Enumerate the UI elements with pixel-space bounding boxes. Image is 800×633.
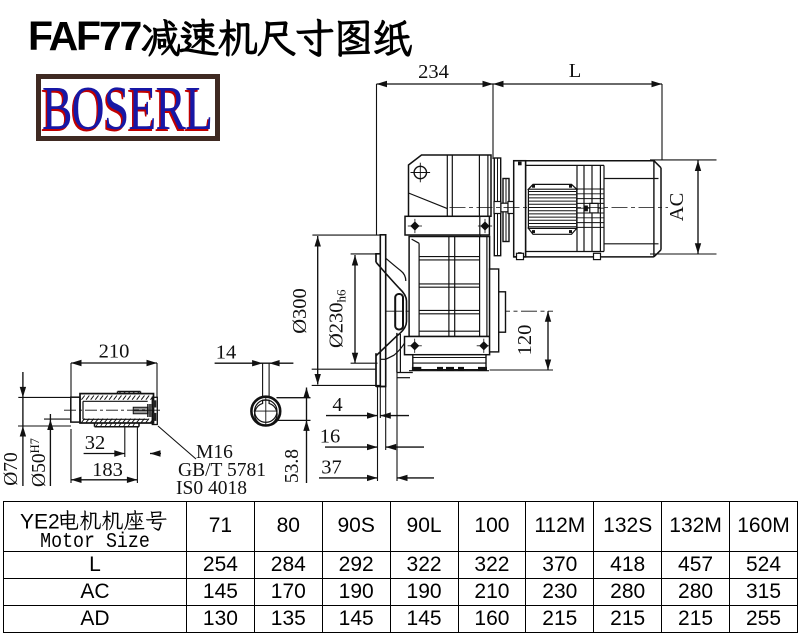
svg-text:183: 183 — [92, 459, 123, 481]
svg-text:GB/T 5781: GB/T 5781 — [178, 460, 266, 481]
svg-text:14: 14 — [216, 342, 237, 364]
svg-text:53.8: 53.8 — [282, 449, 303, 483]
svg-text:210: 210 — [99, 341, 130, 363]
svg-text:120: 120 — [514, 325, 536, 356]
svg-text:L: L — [569, 60, 582, 82]
svg-text:Ø50H7: Ø50H7 — [28, 438, 50, 487]
svg-text:IS0 4018: IS0 4018 — [176, 478, 247, 499]
svg-text:Ø70: Ø70 — [1, 452, 22, 486]
svg-text:32: 32 — [85, 432, 106, 454]
svg-text:37: 37 — [321, 457, 342, 479]
svg-text:M16: M16 — [196, 442, 233, 463]
svg-text:Ø300: Ø300 — [289, 288, 311, 334]
svg-text:234: 234 — [418, 61, 449, 83]
svg-text:16: 16 — [320, 426, 341, 448]
svg-text:AC: AC — [666, 193, 688, 221]
svg-text:Ø230h6: Ø230h6 — [326, 289, 349, 348]
svg-text:4: 4 — [332, 394, 342, 416]
